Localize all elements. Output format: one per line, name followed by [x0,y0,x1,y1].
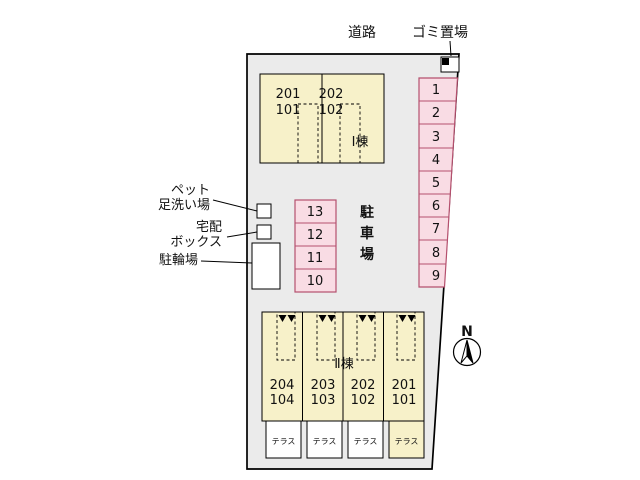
building-1-stair-dashed [339,103,361,164]
entrance-arrow-icon [398,315,407,322]
pet-wash-leader-line [212,199,258,212]
parking-space-number: 5 [432,176,440,191]
parking-space-number: 8 [432,246,440,261]
terrace-box [347,420,384,459]
parking-right-column: 1 2 3 4 5 6 7 8 9 [418,77,459,288]
entrance-arrow-icon [287,315,296,322]
entrance-arrow-icon [407,315,416,322]
left-annotations: ペット 足洗い場 宅配 ボックス 駐輪場 [158,183,281,290]
garbage-leader-line [449,40,452,57]
bicycle-parking-area [251,242,281,290]
entrance-arrow-icon [278,315,287,322]
pet-wash-label: ペット [171,183,210,198]
parking-title-char: 駐 [360,204,374,221]
parking-space-number: 6 [432,199,440,214]
parking-space-number: 3 [432,130,440,145]
north-label: N [461,324,473,340]
parking-space-number: 13 [307,205,324,220]
terraces: テラス テラス テラス テラス [265,420,425,459]
delivery-box [256,224,272,240]
garbage-box-mark [442,58,449,65]
delivery-box-leader-line [226,231,258,238]
unit-label: 102 [319,103,344,118]
building-2-name: Ⅱ棟 [334,357,353,372]
pet-wash-label: 足洗い場 [158,198,210,213]
parking-space-number: 7 [432,222,440,237]
unit-label: 102 [351,393,376,408]
terrace-box [265,420,302,459]
parking-space-number: 4 [432,153,440,168]
unit-label: 201 [276,87,301,102]
parking-lot-title: 駐 車 場 [360,204,374,263]
parking-space-number: 10 [307,274,324,289]
north-compass: N [452,324,482,367]
parking-space-number: 2 [432,106,440,121]
bicycle-leader-line [200,260,253,264]
parking-title-char: 場 [360,246,374,263]
compass-needle-icon [466,339,474,364]
garbage-area-label: ゴミ置場 [412,24,468,41]
terrace-box [306,420,343,459]
entrance-arrow-icon [367,315,376,322]
terrace-box [388,420,425,459]
parking-space-number: 12 [307,228,324,243]
terrace-label: テラス [395,437,419,446]
terrace-label: テラス [313,437,337,446]
delivery-box-label: ボックス [170,235,222,250]
unit-label: 101 [276,103,301,118]
building-1-stair-dashed [297,103,319,164]
unit-label: 104 [270,393,295,408]
bicycle-parking-label: 駐輪場 [159,252,198,268]
building-2: Ⅱ棟 204 104 203 103 202 102 201 101 [261,311,425,422]
unit-label: 201 [392,378,417,393]
parking-space-number: 1 [432,83,440,98]
terrace-label: テラス [354,437,378,446]
parking-middle-block: 13 12 11 10 [294,199,337,293]
building-1: 201 101 202 102 Ⅰ棟 [259,73,385,164]
parking-space-number: 9 [432,269,440,284]
building-1-name: Ⅰ棟 [352,135,369,150]
entrance-arrow-icon [318,315,327,322]
parking-space-number: 11 [307,251,324,266]
unit-label: 103 [311,393,336,408]
entrance-arrow-icon [327,315,336,322]
terrace-label: テラス [272,437,296,446]
unit-label: 101 [392,393,417,408]
unit-label: 202 [319,87,344,102]
unit-label: 202 [351,378,376,393]
parking-title-char: 車 [360,225,374,242]
delivery-box-label: 宅配 [196,220,222,235]
unit-label: 204 [270,378,295,393]
pet-wash-station [256,203,272,219]
unit-label: 203 [311,378,336,393]
entrance-arrow-icon [358,315,367,322]
road-label: 道路 [348,25,376,41]
